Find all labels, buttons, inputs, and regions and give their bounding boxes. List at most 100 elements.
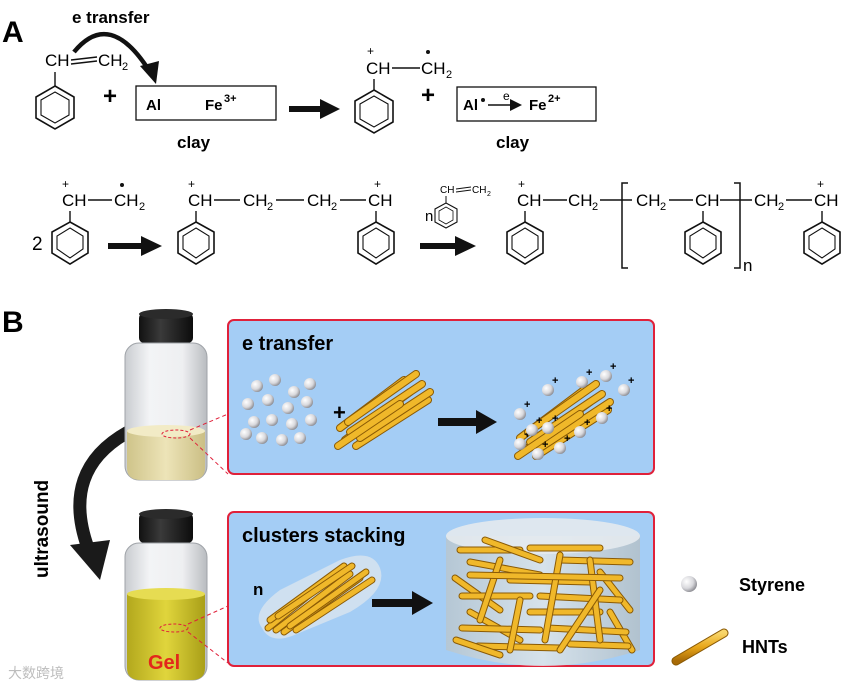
charge-mark: + [610,361,616,373]
svg-text:Al: Al [463,97,478,114]
hnt-rod-highlight [537,399,613,451]
rod-icon [671,628,729,666]
panel-a-label: A [2,16,24,49]
hnt-rod-highlight [467,572,623,581]
clay-label-2: clay [496,133,530,152]
reaction-arrow-3 [420,236,476,256]
charge-mark: + [524,429,530,441]
svg-text:2: 2 [331,201,337,213]
svg-text:CH: CH [472,185,486,196]
styrene-sphere [251,380,263,392]
reaction-arrow-2 [108,236,162,256]
styrene-sphere [576,376,588,388]
svg-text:2: 2 [446,69,452,81]
hnt-rod-highlight [293,577,375,633]
svg-text:+: + [817,177,824,191]
hnt-rod-highlight [482,537,543,563]
plus-sign-1: + [103,83,117,110]
svg-text:e transfer: e transfer [242,333,333,355]
hnt-bundle-1 [334,370,434,450]
styrene-sphere [248,416,260,428]
legend: Styrene HNTs [671,575,805,666]
svg-text:CH: CH [45,51,70,70]
styrene-sphere [596,412,608,424]
charge-mark: + [606,403,612,415]
hnt-rod-highlight [273,571,353,633]
svg-text:CH: CH [568,191,593,210]
svg-text:e: e [503,89,510,103]
styrene-sphere [305,414,317,426]
svg-text:n: n [425,208,433,225]
svg-text:CH: CH [366,59,391,78]
svg-text:2: 2 [487,191,491,198]
plus-sign-2: + [421,82,435,109]
svg-text:CH: CH [114,191,139,210]
styrene-sphere [240,428,252,440]
reaction-arrow-1 [289,99,340,119]
svg-text:CH: CH [636,191,661,210]
transfer-arrow [438,410,497,434]
zoom-line-2a [187,605,229,625]
svg-text:CH: CH [754,191,779,210]
svg-text:clusters stacking: clusters stacking [242,525,405,547]
styrene-sphere [514,438,526,450]
styrene-sphere [554,442,566,454]
svg-text:n: n [253,580,263,599]
styrene-sphere [301,396,313,408]
svg-text:CH: CH [440,185,454,196]
e-transfer-arrowhead [140,61,159,84]
panel-b-label: B [2,306,24,339]
styrene-spheres-charged: ++++++++++++ [514,361,634,460]
hnt-rod-highlight [353,397,431,449]
watermark: 大数跨境 [8,665,64,681]
hnt-rod-highlight [525,381,599,435]
svg-text:CH: CH [307,191,332,210]
styrene-sphere [526,424,538,436]
hnt-bundle-charged [514,380,614,460]
styrene-sphere [282,402,294,414]
hnt-rod-highlight [557,587,603,653]
styrene-sphere [286,418,298,430]
n-styrene-reagent: n CH CH 2 [425,185,491,229]
styrene-sphere [542,384,554,396]
styrene-spheres-free [240,374,317,446]
charge-mark: + [542,439,548,451]
styrene-sphere [574,426,586,438]
svg-text:CH: CH [814,191,839,210]
svg-text:2: 2 [592,201,598,213]
charge-mark: + [564,433,570,445]
hnt-cluster-small [264,562,376,636]
svg-text:+: + [367,44,374,58]
styrene-radical-cation: + CH CH 2 [354,44,452,134]
svg-text:+: + [374,177,381,191]
styrene-sphere [600,370,612,382]
svg-text:+: + [518,177,525,191]
dimer-dication: + CH CH 2 CH 2 + CH [177,177,395,265]
hnt-rod-highlight [459,625,543,633]
styrene-sphere [288,386,300,398]
clay-box-fe2: Al e Fe 2+ [456,86,597,122]
sphere-icon [681,576,697,592]
legend-styrene-label: Styrene [739,575,805,595]
hnt-rod-highlight [527,391,605,445]
svg-text:CH: CH [695,191,720,210]
svg-text:CH: CH [368,191,393,210]
svg-text:Fe: Fe [529,97,547,114]
charge-mark: + [552,375,558,387]
styrene-sphere [304,378,316,390]
zoom-line-1b [189,437,229,475]
svg-text:2+: 2+ [548,93,561,105]
hnt-rod-highlight [357,389,433,441]
svg-text:CH: CH [517,191,542,210]
hnt-rod-highlight [477,557,503,623]
svg-text:+: + [188,177,195,191]
svg-text:Fe: Fe [205,97,223,114]
svg-text:CH: CH [243,191,268,210]
e-transfer-label: e transfer [72,8,150,27]
svg-text:CH: CH [98,51,123,70]
vial-gel [124,509,208,681]
hnt-rod-highlight [345,371,419,425]
hnt-rod-highlight [557,557,633,565]
styrene-sphere [266,414,278,426]
hnt-rod-highlight [453,637,503,658]
